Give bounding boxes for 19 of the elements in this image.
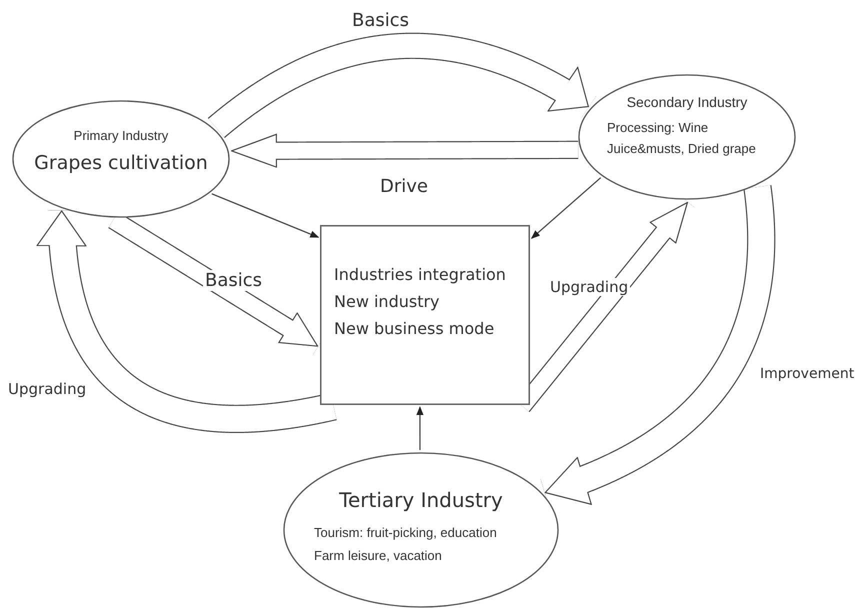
arrow	[416, 406, 424, 450]
process-box	[320, 225, 530, 405]
node-title: Tertiary Industry	[338, 488, 504, 512]
node-text: New business mode	[334, 319, 494, 338]
industry-ellipse	[12, 100, 230, 218]
node-text: Processing: Wine Juice&musts, Dried grape	[607, 119, 757, 158]
industry-ellipse	[578, 74, 796, 200]
industry-ellipse	[283, 452, 559, 608]
arrow	[530, 177, 602, 239]
edge-label: Basics	[203, 270, 264, 291]
node-title: Primary Industry	[72, 128, 170, 144]
edge-label: Upgrading	[548, 278, 630, 296]
node-text: Industries integration	[334, 265, 506, 284]
node-text: Tourism: fruit-picking, education Farm leisure, vacation	[314, 524, 498, 565]
node-title: Secondary Industry	[626, 94, 748, 111]
node-text: New industry	[334, 292, 440, 312]
arrow	[212, 193, 320, 238]
node-text: Grapes cultivation	[33, 152, 209, 175]
edge-label: Improvement	[758, 366, 855, 382]
